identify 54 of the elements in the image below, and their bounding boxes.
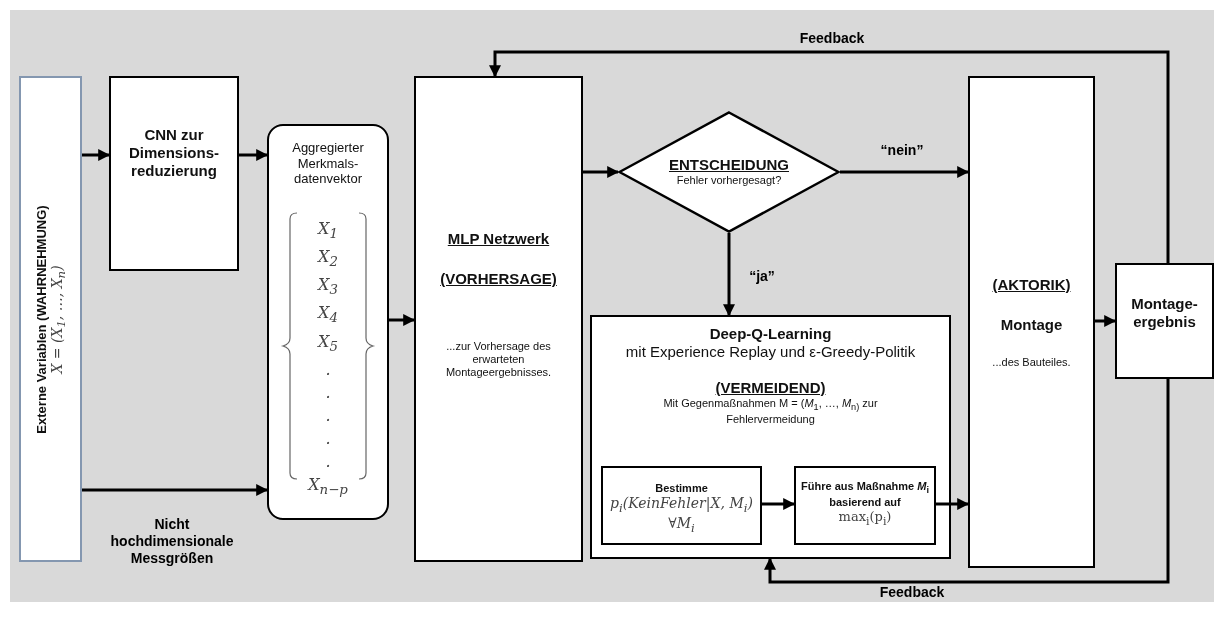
box-title: Montage (1000, 316, 1063, 334)
ellipsis-dot: . (325, 358, 331, 381)
box-subtitle: (AKTORIK) (992, 276, 1071, 294)
process-box (109, 76, 239, 271)
box-title: Externe Variablen (WAHRNEHMUNG) (32, 204, 49, 434)
box-description: Mit Gegenmaßnahmen M = (M$_{1}$, …, M$_{n)}$ zur Fehlervermeidung (662, 397, 879, 427)
formula: p$_{i}$(KeinFehler|X, M$_{i}$) (610, 495, 753, 515)
arrow (723, 233, 735, 317)
process-box (601, 466, 762, 545)
vector-element: X$_{4}$ (318, 302, 338, 328)
arrow (82, 149, 111, 161)
process-box (590, 315, 951, 559)
vector-element: X$_{3}$ (318, 274, 338, 300)
box-title: Deep-Q-Learning (709, 325, 832, 343)
box-title: Bestimme (655, 482, 708, 496)
process-box (968, 76, 1095, 568)
vector-element: X$_{n−p}$ (308, 473, 348, 499)
vector-element: X$_{5}$ (318, 330, 338, 356)
box-title: Aggregierter Merkmals-datenvektor (291, 140, 365, 187)
vector-element: X$_{2}$ (318, 245, 338, 272)
arrow (840, 166, 970, 178)
formula: ∀M$_{i}$ (668, 515, 695, 535)
arrow (1095, 315, 1117, 327)
ellipsis-dot: . (325, 381, 331, 404)
ellipsis-dot: . (325, 427, 331, 450)
decision-question: Fehler vorhergesagt? (676, 174, 782, 188)
box-subtitle: (VORHERSAGE) (440, 270, 557, 288)
process-box (794, 466, 936, 545)
process-box (1115, 263, 1214, 379)
box-title: Montage-ergebnis (1130, 295, 1199, 331)
decision-title: ENTSCHEIDUNG (669, 156, 789, 175)
arrow (389, 314, 416, 326)
ellipsis-dot: . (325, 404, 331, 427)
arrow (583, 166, 620, 178)
box-title: CNN zur Dimensions-reduzierung (128, 126, 220, 180)
box-subtitle: (VERMEIDEND) (715, 379, 826, 397)
arrow (82, 484, 269, 496)
formula: max$_{i}$(p$_{i}$) (838, 509, 892, 528)
process-box (19, 76, 82, 562)
box-description: Führe aus Maßnahme M$_{i}$ basierend auf (800, 480, 930, 510)
rounded-box (267, 124, 389, 520)
ellipsis-dot: . (325, 450, 331, 473)
arrow (762, 498, 796, 510)
vector-element: X$_{1}$ (318, 217, 338, 243)
arrow (764, 379, 1170, 584)
box-subtitle: mit Experience Replay und ε-Greedy-Politik (625, 343, 916, 361)
arrow (936, 498, 970, 510)
decision-diamond (618, 111, 840, 233)
box-description: ...zur Vorhersage des erwarteten Montageergebnisses. (444, 340, 553, 380)
arrow (239, 149, 269, 161)
arrow (489, 50, 1170, 263)
box-description: ...des Bauteiles. (992, 356, 1071, 370)
box-title: MLP Netzwerk (447, 230, 550, 248)
process-box (414, 76, 583, 562)
